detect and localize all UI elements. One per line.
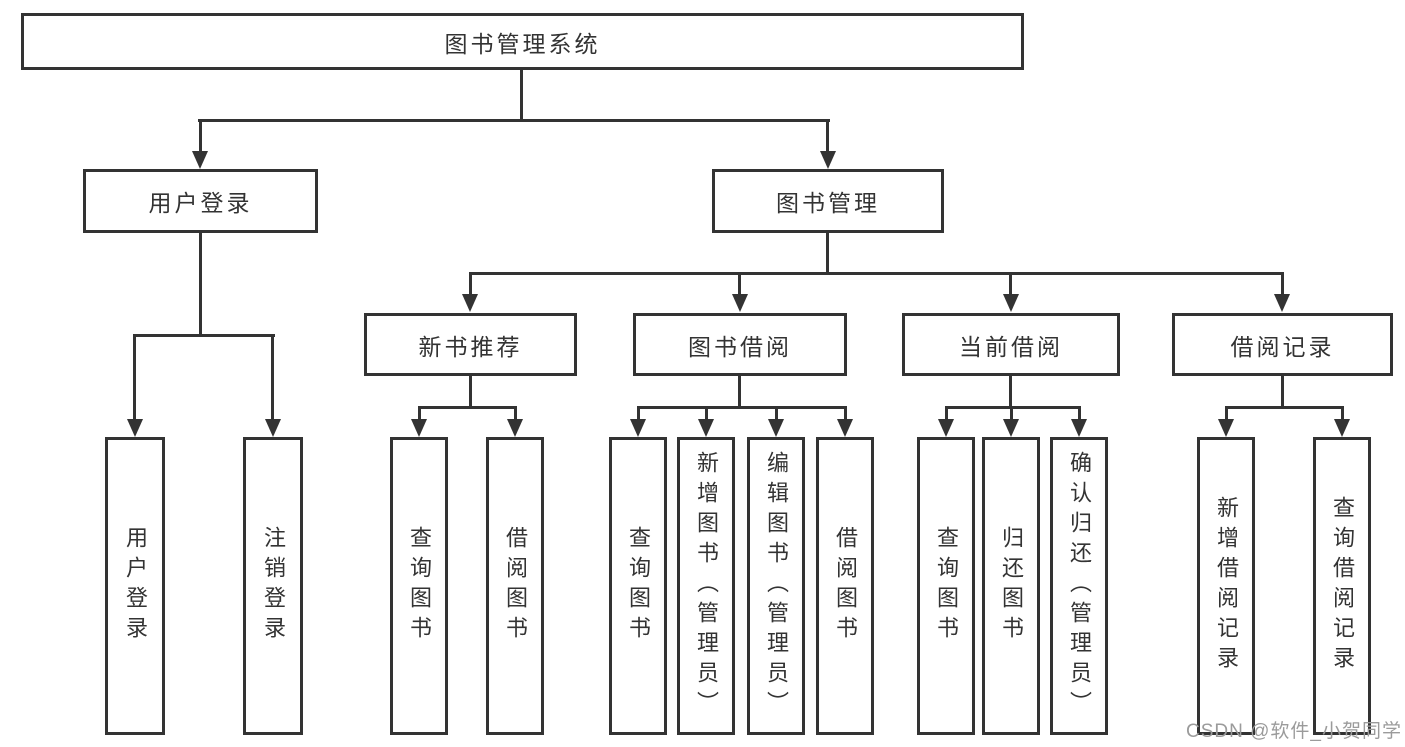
connector-line [1281,376,1284,409]
leaf-label: 新增借阅记录 [1214,496,1239,676]
connector-line [637,406,640,421]
connector-line [775,406,778,421]
arrowhead-down-icon [938,419,954,437]
leaf-add-borrow-record: 新增借阅记录 [1197,437,1255,735]
leaf-query-books-current: 查询图书 [917,437,975,735]
leaf-label: 查询图书 [626,526,651,646]
connector-line [418,406,421,421]
leaf-label: 用户登录 [123,526,148,646]
leaf-label: 注销登录 [261,526,286,646]
arrowhead-down-icon [820,151,836,169]
arrowhead-down-icon [1334,419,1350,437]
connector-line [945,406,948,421]
leaf-borrow-books: 借阅图书 [816,437,874,735]
connector-line [826,119,829,153]
leaf-label: 借阅图书 [833,526,858,646]
node-user-login: 用户登录 [83,169,318,233]
connector-line [514,406,517,421]
leaf-label: 查询图书 [407,526,432,646]
watermark: CSDN @软件_小贺同学 [1186,721,1402,742]
node-root: 图书管理系统 [21,13,1024,70]
leaf-return-book: 归还图书 [982,437,1040,735]
connector-line [1281,272,1284,294]
connector-line [1009,376,1012,409]
node-label: 用户登录 [148,190,253,216]
arrowhead-down-icon [698,419,714,437]
leaf-borrow-books-recommend: 借阅图书 [486,437,544,735]
node-label: 借阅记录 [1230,333,1335,360]
node-new-book-recommend: 新书推荐 [364,313,577,376]
leaf-label: 新增图书（管理员） [694,451,719,721]
leaf-label: 归还图书 [999,526,1024,646]
node-root-label: 图书管理系统 [444,30,601,57]
connector-line [738,272,741,294]
connector-line [1078,406,1081,421]
leaf-label: 借阅图书 [503,526,528,646]
arrowhead-down-icon [265,419,281,437]
arrowhead-down-icon [507,419,523,437]
connector-line [826,233,829,274]
arrowhead-down-icon [192,151,208,169]
leaf-query-borrow-record: 查询借阅记录 [1313,437,1371,735]
arrowhead-down-icon [1003,419,1019,437]
connector-line [1225,406,1344,409]
connector-line [1225,406,1228,421]
arrowhead-down-icon [127,419,143,437]
node-borrow-record: 借阅记录 [1172,313,1393,376]
connector-line [134,334,275,337]
arrowhead-down-icon [462,294,478,312]
connector-line [271,334,274,421]
node-label: 新书推荐 [418,333,523,360]
arrowhead-down-icon [768,419,784,437]
leaf-confirm-return-admin: 确认归还（管理员） [1050,437,1108,735]
leaf-user-login: 用户登录 [105,437,165,735]
leaf-label: 查询借阅记录 [1330,496,1355,676]
connector-line [199,119,202,153]
arrowhead-down-icon [1003,294,1019,312]
connector-line [199,233,202,335]
leaf-label: 查询图书 [934,526,959,646]
arrowhead-down-icon [1071,419,1087,437]
connector-line [418,406,517,409]
connector-line [133,334,136,421]
leaf-query-books-recommend: 查询图书 [390,437,448,735]
node-label: 图书借阅 [688,333,792,360]
leaf-add-book-admin: 新增图书（管理员） [677,437,735,735]
connector-line [1009,272,1012,294]
node-label: 当前借阅 [959,333,1063,360]
connector-line [738,376,741,409]
arrowhead-down-icon [732,294,748,312]
arrowhead-down-icon [1218,419,1234,437]
arrowhead-down-icon [630,419,646,437]
connector-line [469,376,472,409]
connector-line [844,406,847,421]
node-label: 图书管理 [776,190,880,216]
node-book-management: 图书管理 [712,169,944,233]
connector-line [1010,406,1013,421]
leaf-logout: 注销登录 [243,437,303,735]
connector-line [198,119,830,122]
arrowhead-down-icon [411,419,427,437]
connector-line [520,70,523,120]
leaf-label: 确认归还（管理员） [1067,451,1092,721]
connector-line [469,272,1284,275]
leaf-edit-book-admin: 编辑图书（管理员） [747,437,805,735]
arrowhead-down-icon [837,419,853,437]
leaf-query-books-borrow: 查询图书 [609,437,667,735]
connector-line [637,406,847,409]
leaf-label: 编辑图书（管理员） [764,451,789,721]
connector-line [1341,406,1344,421]
arrowhead-down-icon [1274,294,1290,312]
connector-line [469,272,472,294]
connector-line [705,406,708,421]
connector-line [945,406,1081,409]
node-current-borrow: 当前借阅 [902,313,1120,376]
node-book-borrow: 图书借阅 [633,313,847,376]
